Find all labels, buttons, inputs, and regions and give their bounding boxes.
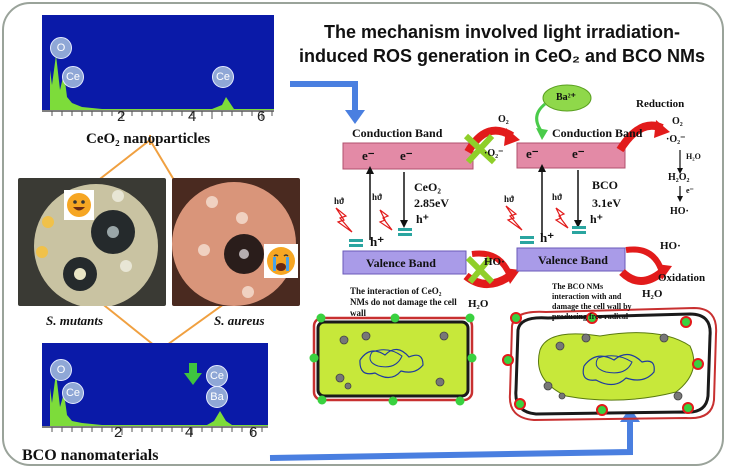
bco-hole-2: h⁺ [590,212,604,226]
bco-note: The BCO NMs interaction with and damage … [552,282,632,321]
bco-photon-2: hϑ [552,192,563,202]
crying-emoji-icon [264,244,298,278]
top-flow-arrow [290,81,358,112]
lightning-icon [335,207,353,233]
headline-line-2: induced ROS generation in CeO₂ and BCO N… [298,46,706,66]
spectrum-top-trace [50,55,274,110]
spectrum-top-tick-4: 4 [188,108,197,125]
ceo2-electron-1: e⁻ [362,148,375,163]
spectrum-top-tick-6: 6 [257,108,266,125]
headline-line-1: The mechanism involved light irradiation… [323,22,681,42]
ceo2-note: The interaction of CeO₂ NMs do not damag… [350,286,457,318]
photo-right-caption: S. aureus [214,313,265,328]
spectrum-top-caption: CeO₂ nanoparticles [86,131,211,147]
bco-o2: O₂ [672,116,683,127]
bco-conduction-band-label: Conduction Band [552,126,643,140]
spectrum-bottom-caption: BCO nanomaterials [22,447,159,464]
bco-electron-1: e⁻ [526,146,539,161]
outer-frame [2,2,724,466]
ceo2-water: H₂O [468,298,489,310]
ceo2-electron-2: e⁻ [400,148,413,163]
spectrum-bottom-tick-2: 2 [114,424,123,441]
bco-photon-1: hϑ [504,194,515,204]
bco-hydroxyl: HO· [660,240,681,252]
bco-band-gap: 3.1eV [592,196,621,210]
peak-ba: Ba [206,386,228,408]
bco-superoxide: ·O₂⁻ [666,134,686,145]
ceo2-material: CeO₂ [414,180,441,194]
bco-reduction: Reduction [636,98,685,110]
bco-h2o2: H₂O₂ [668,172,690,183]
spectrum-bottom-tick-4: 4 [185,424,194,441]
spectrum-top-axis [42,110,274,119]
headline: The mechanism involved light irradiation… [292,20,712,68]
ceo2-o2: O₂ [498,114,509,125]
ceo2-conduction-band-label: Conduction Band [352,126,443,140]
bco-water: H₂O [642,288,663,300]
ceo2-band-gap: 2.85eV [414,196,449,210]
bco-ho-radical: HO· [670,206,689,217]
top-flow-arrowhead [345,110,365,124]
spectrum-bottom: O Ce Ce Ba [42,343,268,426]
agar-plate-right [172,178,300,306]
bco-electron-2: e⁻ [572,146,585,161]
photo-left-caption: S. mutants [46,313,104,328]
ceo2-photon-1: hϑ [334,196,345,206]
ceo2-superoxide: ·O₂⁻ [484,148,504,159]
ceo2-valence-band-label: Valence Band [366,256,436,270]
happy-emoji-icon [64,190,94,220]
spectrum-bottom-tick-6: 6 [249,424,258,441]
bco-h2o-small: H₂O [686,152,701,161]
ceo2-hole-1: h⁺ [370,234,385,249]
bco-dopant: Ba²⁺ [556,92,576,103]
peak-o: O [50,359,72,381]
ceo2-hydroxyl: HO· [484,256,505,268]
spectrum-bottom-axis [42,426,268,435]
spectrum-top-tick-2: 2 [117,108,126,125]
ceo2-hole-2: h⁺ [416,212,430,226]
peak-ce: Ce [62,66,84,88]
spectrum-top: O Ce Ce [42,15,274,110]
peak-ce-2: Ce [212,66,234,88]
peak-ce-2: Ce [206,365,228,387]
peak-o: O [50,37,72,59]
bottom-flow-arrow [269,420,633,461]
bco-oxidation: Oxidation [658,272,706,284]
green-down-arrow-icon [184,363,202,385]
lightning-icon [378,209,393,231]
bco-hole-1: h⁺ [540,230,555,245]
peak-ce: Ce [62,382,84,404]
lightning-icon [554,207,569,229]
bco-material: BCO [592,178,619,192]
lightning-icon [505,205,523,231]
ceo2-photon-2: hϑ [372,192,383,202]
bco-valence-band-label: Valence Band [538,253,608,267]
bco-e-small: e⁻ [686,186,694,195]
